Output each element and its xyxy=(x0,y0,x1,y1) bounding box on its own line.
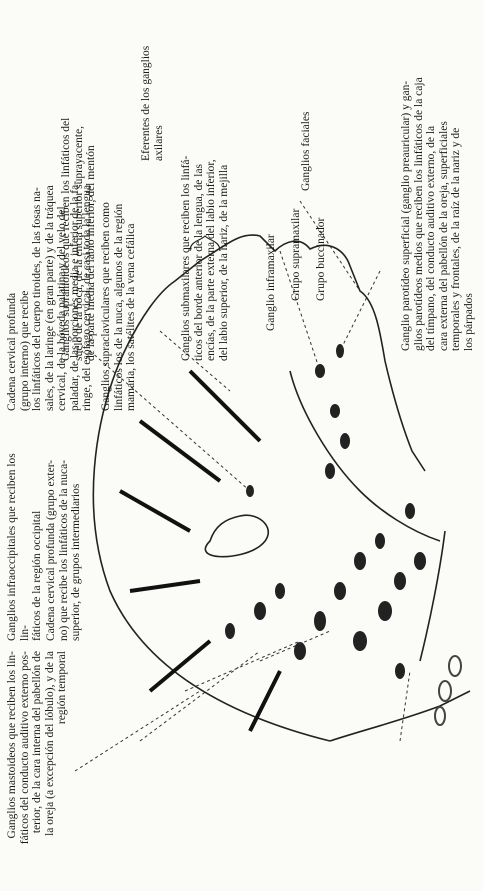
clavicle-line xyxy=(420,531,445,661)
lymph-node xyxy=(395,663,405,679)
lymph-node xyxy=(225,623,235,639)
lymph-node xyxy=(378,601,392,621)
leader-line xyxy=(140,651,260,741)
label-axillary-efferents: Eferentes de los ganglios axilares xyxy=(140,11,165,161)
label-supraclavicular-ganglia: Ganglios supraclaviculares que reciben c… xyxy=(100,181,138,411)
label-buccinator-group: Grupo buccinador xyxy=(315,161,328,301)
lymph-node xyxy=(414,552,426,570)
lymph-node xyxy=(325,463,335,479)
lymph-flow-arrow xyxy=(130,581,200,591)
lymph-node xyxy=(375,533,385,549)
axillary-efferent xyxy=(439,681,451,701)
label-parotid-ganglia: Ganglio parotídeo superficial (ganglio p… xyxy=(400,6,475,351)
lymph-node xyxy=(330,404,340,418)
leader-line xyxy=(75,691,200,771)
lymph-flow-arrow xyxy=(190,371,260,441)
leader-line xyxy=(400,671,410,741)
lymph-node xyxy=(336,344,344,358)
lymph-node xyxy=(405,503,415,519)
lymph-node xyxy=(254,602,266,620)
lymph-node xyxy=(334,582,346,600)
axillary-efferent xyxy=(435,707,445,725)
label-suprahyoid-ganglia: Ganglios suprahioideos que reciben los l… xyxy=(60,41,98,361)
leader-line xyxy=(260,631,330,661)
lymph-node xyxy=(354,552,366,570)
label-cervical-external: Cadena cervical profunda (grupo exter- n… xyxy=(45,431,83,641)
label-facial-ganglia: Ganglios faciales xyxy=(300,71,313,191)
label-infraoccipital-ganglia: Ganglios infraoccipitales que reciben lo… xyxy=(6,441,44,641)
lymph-node xyxy=(353,631,367,651)
label-inframaxillary-ganglion: Ganglio inframaxilar xyxy=(265,181,278,331)
lymph-node xyxy=(275,583,285,599)
axillary-efferent xyxy=(449,656,461,676)
leader-line xyxy=(300,201,360,291)
lymph-flow-arrow xyxy=(140,421,220,481)
jaw-line xyxy=(290,371,440,541)
lymph-node xyxy=(294,642,306,660)
label-submaxillary-ganglia: Ganglios submaxilares que reciben los li… xyxy=(180,91,230,361)
lymph-node xyxy=(314,611,326,631)
head-outline xyxy=(93,235,425,741)
lymph-flow-arrow xyxy=(250,671,280,731)
lymph-flow-arrow xyxy=(120,491,190,531)
ear-outline xyxy=(205,515,268,556)
label-mastoid-ganglia: Ganglios mastoideos que reciben los lin-… xyxy=(6,651,69,881)
lymph-node xyxy=(340,433,350,449)
lymph-flow-arrow xyxy=(150,641,210,691)
lymph-node xyxy=(394,572,406,590)
